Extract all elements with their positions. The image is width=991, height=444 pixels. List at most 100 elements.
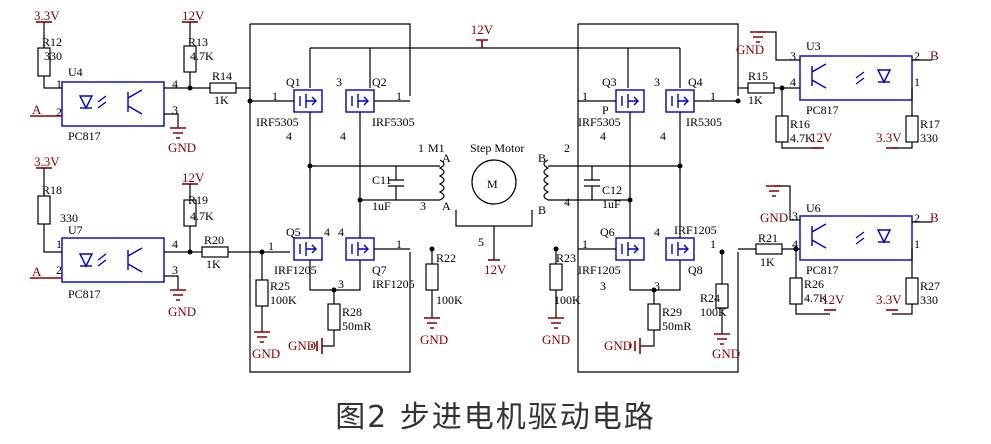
coil-left-pin1: 1 [418,141,424,155]
opto-u4: U4 PC817 1 2 4 3 [56,65,178,143]
r23-gnd-label: GND [542,332,570,347]
q8-nmos: Q8 IRF1205 4 1 3 [654,223,717,293]
figure-caption: 图2 步进电机驱动电路 [335,400,656,435]
q2-pmos: Q2 IRF5305 3 1 4 [336,75,415,143]
r17-3v3-label: 3.3V [876,130,902,145]
u3-gnd-label: GND [736,42,764,57]
r26-12v-label: 12V [822,292,845,307]
opto-u3: U3 PC817 3 4 2 1 [790,39,920,117]
r20-value: 1K [206,257,221,271]
u6-part: PC817 [806,263,839,277]
q1-pmos: Q1 IRF5305 1 4 [250,75,323,143]
q4-pin4: 4 [660,129,666,143]
u6-pin4: 4 [792,237,798,251]
r14-value: 1K [214,93,229,107]
step-motor: M1 Step Motor M 1 A 3 A B 2 B 4 5 12V [418,141,570,277]
r18-ref: R18 [42,183,62,197]
u6-pin1: 1 [914,237,920,251]
q5-ref: Q5 [286,225,301,239]
u4-part: PC817 [68,129,101,143]
r29-value: 50mR [662,319,691,333]
r26-ref: R26 [804,277,824,291]
u3-pin2: 2 [914,49,920,63]
u4-pin4: 4 [172,77,178,91]
h-bridge-right-frame [577,23,739,373]
coil-left-a-top: A [442,151,451,165]
q4-pmos: Q4 IR5305 3 1 4 [654,75,738,143]
u7-input-wiring: 3.3V R18 330 A [30,154,78,279]
u4-pin3: 3 [172,103,178,117]
q3-p-mark: P [602,103,609,117]
r28-value: 50mR [342,319,371,333]
r19-12v-label: 12V [182,170,205,185]
q1-pin1: 1 [272,89,278,103]
u7-gnd-label: GND [168,304,196,319]
u6-signal-b: B [930,210,939,225]
u7-pin1: 1 [56,237,62,251]
h-bridge-left-frame [249,23,411,373]
q1-pin4: 4 [286,129,292,143]
q3-pmos: Q3 IRF5305 P 1 4 [578,75,645,143]
r24-value: 100K [700,305,727,319]
q2-pin4: 4 [340,129,346,143]
r18-value: 330 [60,211,78,225]
top-12v-rail: 12V [309,22,681,88]
q5-pin4: 4 [324,225,330,239]
q7-nmos: Q7 IRF1205 4 1 3 [338,225,415,291]
r15-value: 1K [748,93,763,107]
q7-pin3: 3 [338,277,344,291]
motor-center-pin: 5 [478,235,484,249]
r29-gnd-label: GND [604,338,632,353]
junction-dots [187,85,799,293]
c12-value: 1uF [602,197,621,211]
r16-ref: R16 [790,117,810,131]
r21-value: 1K [760,255,775,269]
r21-ref: R21 [758,231,778,245]
u6-pin2: 2 [914,211,920,225]
q3-ref: Q3 [602,75,617,89]
r13-12v-label: 12V [182,8,205,23]
coil-right-pin2: 2 [564,141,570,155]
r24-gnd-label: GND [712,346,740,361]
q5-part: IRF1205 [274,263,317,277]
q2-pin1: 1 [396,89,402,103]
u4-pin2: 2 [56,105,62,119]
r28-gnd-label: GND [288,338,316,353]
u3-wiring: R15 1K R16 4.7K 12V GND B R17 330 3.3V [736,31,940,149]
q4-part: IR5305 [686,115,722,129]
motor-ref: M1 [428,141,445,155]
u6-pin3: 3 [792,209,798,223]
r22-value: 100K [436,293,463,307]
u6-ref: U6 [806,201,821,215]
c11-capacitor: C11 1uF [372,166,404,213]
r25-gnd-label: GND [252,346,280,361]
u7-ref: U7 [68,223,83,237]
motor-12v-label: 12V [484,262,507,277]
q6-nmos: Q6 IRF1205 1 3 [578,225,645,293]
coil-right-pin4: 4 [564,195,570,209]
u3-ref: U3 [806,39,821,53]
right-bridge-wires: R29 50mR GND R23 100K GND R24 100K GND [542,112,740,361]
q2-ref: Q2 [372,75,387,89]
u7-pin4: 4 [172,237,178,251]
r26-value: 4.7K [804,291,828,305]
u4-gnd-label: GND [168,140,196,155]
q4-pin3: 3 [654,75,660,89]
r12-ref: R12 [42,35,62,49]
r17-value: 330 [920,131,938,145]
q2-pin3: 3 [336,75,342,89]
r13-ref: R13 [188,35,208,49]
q8-part: IRF1205 [674,223,717,237]
q5-pin1: 1 [268,239,274,253]
u7-pin3: 3 [172,263,178,277]
r29-ref: R29 [662,305,682,319]
u3-part: PC817 [806,103,839,117]
r17-ref: R17 [920,117,940,131]
q7-pin1: 1 [396,237,402,251]
motor-name: Step Motor [470,141,524,155]
r25-ref: R25 [270,279,290,293]
u3-pin1: 1 [914,75,920,89]
r22-ref: R22 [436,251,456,265]
c11-ref: C11 [372,173,392,187]
